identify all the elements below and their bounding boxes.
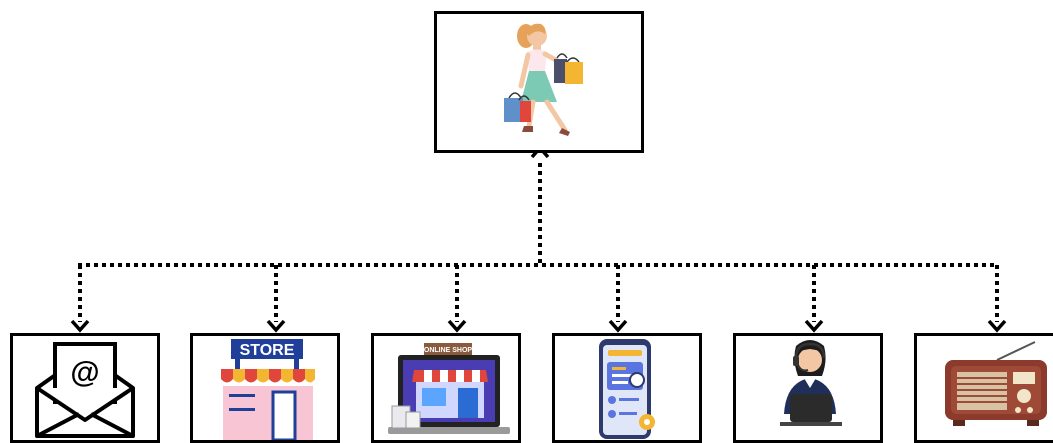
email-envelope-icon: @ bbox=[35, 342, 135, 438]
channel-radio bbox=[914, 333, 1053, 443]
radio-icon bbox=[945, 341, 1047, 426]
channel-email: @ bbox=[10, 333, 160, 443]
channel-store: STORE bbox=[190, 333, 340, 443]
arrow-down bbox=[447, 319, 467, 333]
connector-lines bbox=[70, 145, 1007, 333]
call-center-agent-icon bbox=[780, 340, 842, 426]
store-sign-label: STORE bbox=[240, 342, 295, 359]
customer-node bbox=[434, 11, 644, 153]
arrow-down bbox=[70, 319, 90, 333]
online-shop-sign-label: ONLINE SHOP bbox=[424, 347, 473, 354]
channel-online-shop: ONLINE SHOP bbox=[371, 333, 521, 443]
channel-mobile-app bbox=[552, 333, 702, 443]
arrow-down bbox=[804, 319, 824, 333]
at-symbol: @ bbox=[70, 356, 99, 389]
retail-store-icon: STORE bbox=[221, 339, 315, 440]
channel-call-center bbox=[733, 333, 883, 443]
arrow-down bbox=[608, 319, 628, 333]
mobile-app-icon bbox=[599, 339, 655, 439]
arrow-down bbox=[987, 319, 1007, 333]
woman-with-shopping-bags-icon bbox=[504, 23, 583, 136]
online-shop-laptop-icon: ONLINE SHOP bbox=[388, 343, 510, 434]
arrow-down bbox=[266, 319, 286, 333]
